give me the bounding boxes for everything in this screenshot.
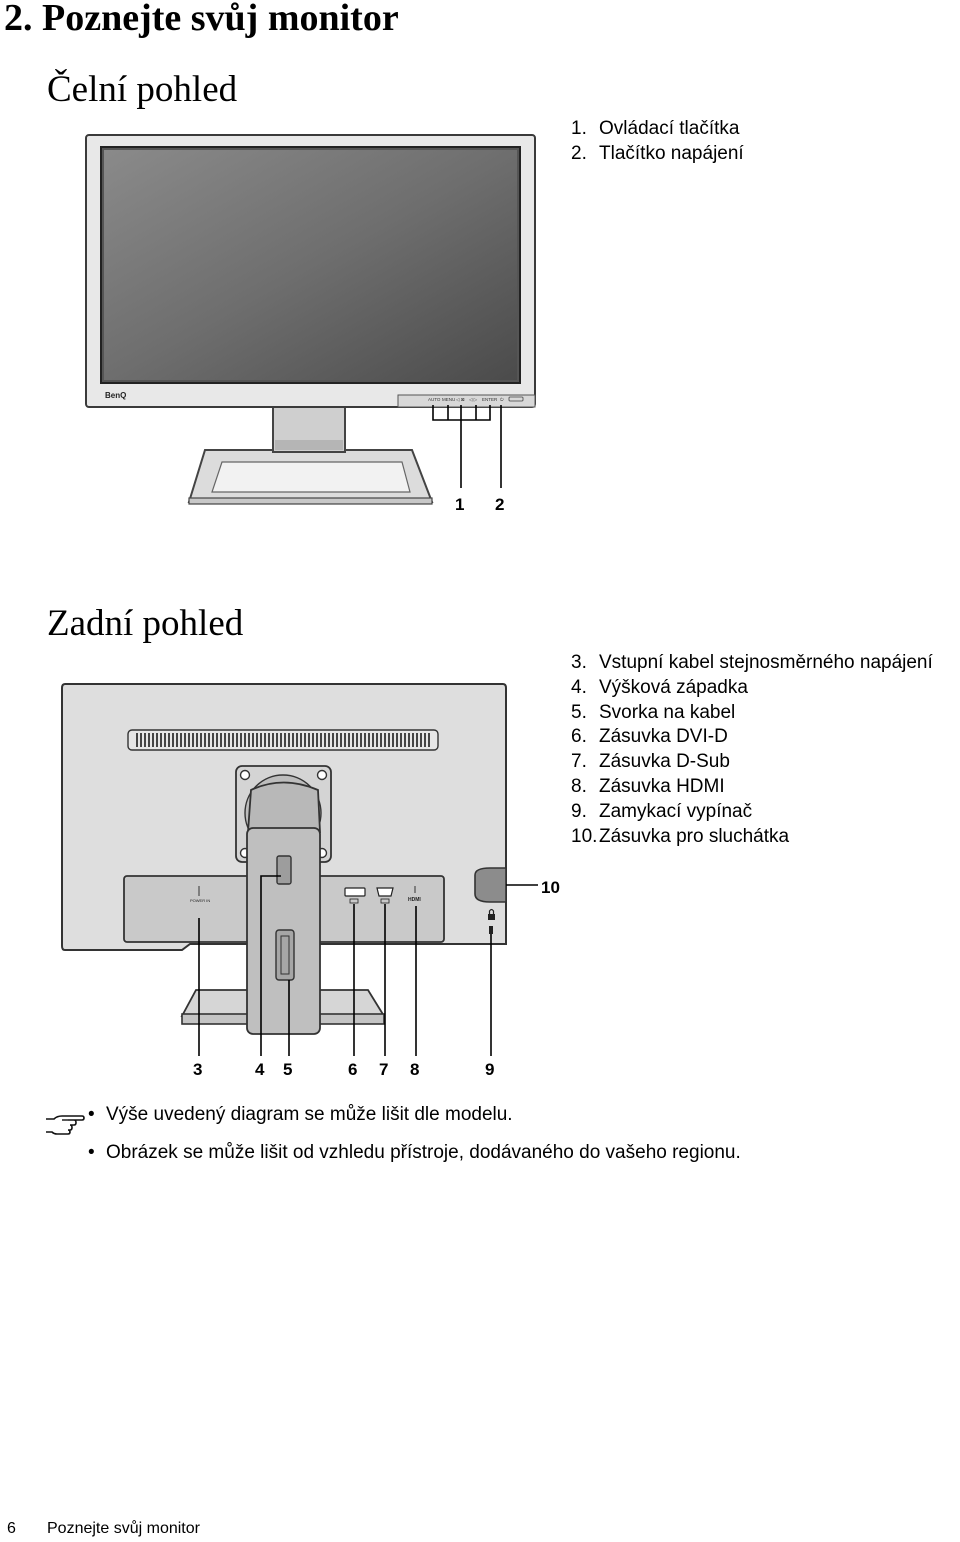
rear-view-illustration: POWER IN HDMI 3 4 5	[61, 683, 560, 1079]
rear-stand-column	[246, 781, 321, 1035]
callout-3: 3	[193, 1060, 202, 1079]
front-legend: 1.Ovládací tlačítka 2.Tlačítko napájení	[571, 117, 744, 167]
legend-item: 9.Zamykací vypínač	[571, 800, 753, 822]
rear-callout-lines	[198, 875, 538, 1056]
legend-item: 1.Ovládací tlačítka	[571, 118, 740, 139]
footer-section-title: Poznejte svůj monitor	[47, 1520, 200, 1537]
hdmi-port-label: HDMI	[408, 897, 421, 903]
svg-text:ENTER: ENTER	[482, 397, 498, 402]
dvi-port	[344, 887, 366, 904]
legend-item: 4.Výšková západka	[571, 676, 748, 698]
svg-text:AUTO: AUTO	[428, 397, 441, 402]
callout-4: 4	[255, 1060, 265, 1079]
dsub-port	[376, 887, 394, 904]
callout-7: 7	[379, 1060, 388, 1079]
headphone-jack	[474, 867, 507, 903]
svg-text:⏻: ⏻	[500, 397, 504, 402]
legend-item: 3.Vstupní kabel stejnosměrného napájení	[571, 652, 933, 673]
lock-icon	[488, 908, 495, 934]
height-lock-pin	[276, 855, 292, 885]
note-item: •Výše uvedený diagram se může lišit dle …	[88, 1104, 513, 1125]
chapter-title: 2. Poznejte svůj monitor	[4, 0, 399, 39]
page-number: 6	[7, 1520, 16, 1537]
callout-10: 10	[541, 878, 560, 897]
legend-item: 6.Zásuvka DVI-D	[571, 726, 728, 748]
rear-legend: 3.Vstupní kabel stejnosměrného napájení …	[571, 651, 933, 849]
front-callout-lines	[432, 405, 502, 488]
power-led	[508, 396, 524, 402]
svg-text:MENU: MENU	[442, 397, 455, 402]
monitor-screen	[104, 150, 517, 380]
legend-item: 10.Zásuvka pro sluchátka	[571, 825, 790, 847]
callout-1: 1	[455, 495, 464, 514]
svg-text:◁ ⊠: ◁ ⊠	[456, 397, 465, 402]
callout-5: 5	[283, 1060, 292, 1079]
stand-base	[187, 449, 434, 505]
cable-clip	[275, 929, 295, 981]
callout-6: 6	[348, 1060, 357, 1079]
legend-item: 8.Zásuvka HDMI	[571, 775, 725, 797]
notes-list: •Výše uvedený diagram se může lišit dle …	[88, 1104, 741, 1180]
front-view-illustration: BenQ AUTO MENU ◁ ⊠ ◁ ▷ ENTER ⏻ 1 2	[85, 134, 536, 514]
svg-text:◁ ▷: ◁ ▷	[469, 397, 478, 402]
callout-8: 8	[410, 1060, 419, 1079]
legend-item: 7.Zásuvka D-Sub	[571, 751, 730, 773]
callout-2: 2	[495, 495, 504, 514]
front-view-heading: Čelní pohled	[47, 69, 238, 110]
legend-item: 2.Tlačítko napájení	[571, 142, 744, 164]
power-in-label: POWER IN	[190, 898, 210, 903]
legend-item: 5.Svorka na kabel	[571, 701, 736, 723]
callout-9: 9	[485, 1060, 494, 1079]
brand-logo: BenQ	[105, 391, 126, 400]
rear-view-heading: Zadní pohled	[47, 603, 244, 644]
note-item: •Obrázek se může lišit od vzhledu přístr…	[88, 1142, 741, 1163]
control-button-labels: AUTO MENU ◁ ⊠ ◁ ▷ ENTER ⏻	[428, 397, 504, 402]
pointing-hand-icon	[46, 1115, 85, 1135]
